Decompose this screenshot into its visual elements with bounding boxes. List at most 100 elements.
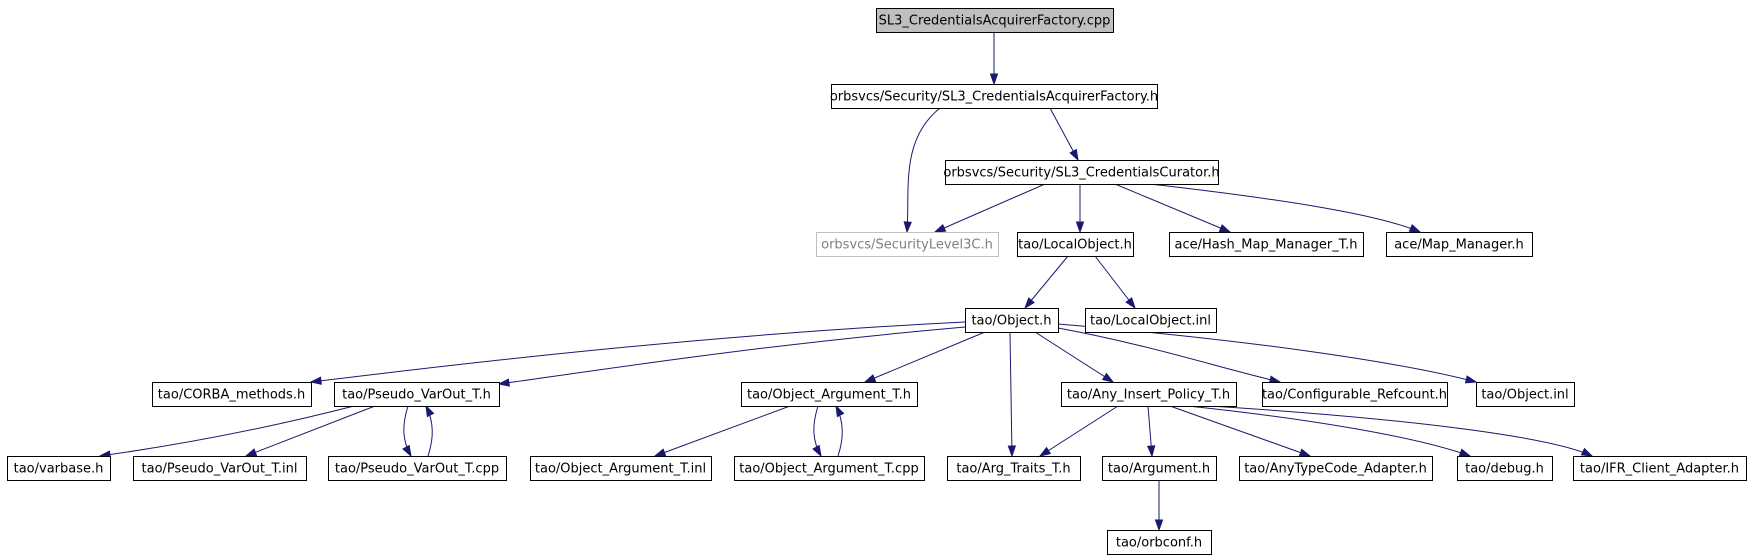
node-box xyxy=(734,456,925,481)
edge-object_h-to-objarg_h xyxy=(863,331,986,383)
arrowhead-icon xyxy=(1038,446,1052,457)
arrowhead-icon xyxy=(497,378,510,387)
node-label: orbsvcs/Security/SL3_CredentialsAcquirer… xyxy=(830,90,1158,105)
node-pseudo_inl[interactable]: tao/Pseudo_VarOut_T.inl xyxy=(133,456,307,481)
arrowhead-icon xyxy=(1464,375,1478,384)
edge-objarg_h-to-objarg_inl xyxy=(653,405,791,457)
node-label: tao/Object.h xyxy=(971,314,1051,329)
node-anyins_h[interactable]: tao/Any_Insert_Policy_T.h xyxy=(1061,382,1237,407)
edge-argument_h-to-orbconf xyxy=(1154,480,1164,532)
node-box xyxy=(1107,530,1212,555)
edge-line xyxy=(245,405,376,457)
edge-pseudo_cpp-to-pseudo_h xyxy=(425,404,435,457)
node-label: tao/Pseudo_VarOut_T.cpp xyxy=(335,462,499,477)
arrowhead-icon xyxy=(1458,448,1472,457)
node-label: tao/Pseudo_VarOut_T.inl xyxy=(142,462,298,477)
node-label: tao/Pseudo_VarOut_T.h xyxy=(342,388,491,403)
edge-pseudo_h-to-varbase xyxy=(98,405,355,459)
edge-line xyxy=(906,107,941,233)
node-ifr[interactable]: tao/IFR_Client_Adapter.h xyxy=(1573,456,1747,481)
arrowhead-icon xyxy=(835,404,845,418)
node-localobject_inl[interactable]: tao/LocalObject.inl xyxy=(1085,308,1217,333)
node-box xyxy=(1476,382,1575,407)
edge-line xyxy=(498,326,966,385)
node-pseudo_cpp[interactable]: tao/Pseudo_VarOut_T.cpp xyxy=(328,456,507,481)
edge-line xyxy=(1057,327,1281,383)
node-debug_h[interactable]: tao/debug.h xyxy=(1457,456,1553,481)
edge-object_h-to-argtraits xyxy=(1007,331,1017,458)
node-objarg_inl[interactable]: tao/Object_Argument_T.inl xyxy=(530,456,712,481)
edge-curator_h-to-hashmap xyxy=(1114,183,1232,233)
node-label: tao/AnyTypeCode_Adapter.h xyxy=(1244,462,1427,477)
edge-line xyxy=(1034,331,1114,383)
node-object_inl[interactable]: tao/Object.inl xyxy=(1476,382,1575,407)
arrowhead-icon xyxy=(933,223,947,233)
node-seclevel3c: orbsvcs/SecurityLevel3C.h xyxy=(816,232,999,257)
node-argtraits[interactable]: tao/Arg_Traits_T.h xyxy=(947,456,1081,481)
node-hashmap[interactable]: ace/Hash_Map_Manager_T.h xyxy=(1169,232,1364,257)
node-curator_h[interactable]: orbsvcs/Security/SL3_CredentialsCurator.… xyxy=(943,160,1220,185)
arrowhead-icon xyxy=(402,444,412,458)
edge-anyins_h-to-ifr xyxy=(1209,405,1594,457)
arrowhead-icon xyxy=(1154,519,1164,532)
edge-line xyxy=(654,405,791,457)
node-factory_h[interactable]: orbsvcs/Security/SL3_CredentialsAcquirer… xyxy=(830,84,1158,109)
node-varbase[interactable]: tao/varbase.h xyxy=(7,456,111,481)
arrowhead-icon xyxy=(244,448,258,457)
node-argument_h[interactable]: tao/Argument.h xyxy=(1102,456,1217,481)
node-box xyxy=(741,382,918,407)
node-box xyxy=(831,84,1158,109)
node-orbconf[interactable]: tao/orbconf.h xyxy=(1107,530,1212,555)
node-label: tao/Object_Argument_T.h xyxy=(747,388,911,403)
arrowhead-icon xyxy=(1125,297,1136,310)
node-label: tao/orbconf.h xyxy=(1116,536,1202,551)
node-box xyxy=(947,456,1081,481)
node-label: orbsvcs/Security/SL3_CredentialsCurator.… xyxy=(943,166,1219,181)
node-box xyxy=(1573,456,1747,481)
arrowhead-icon xyxy=(1069,148,1079,162)
node-anytc[interactable]: tao/AnyTypeCode_Adapter.h xyxy=(1239,456,1433,481)
arrowhead-icon xyxy=(863,374,877,383)
node-localobject_h[interactable]: tao/LocalObject.h xyxy=(1017,232,1134,257)
arrowhead-icon xyxy=(653,448,667,457)
node-label: tao/LocalObject.inl xyxy=(1090,314,1211,329)
node-label: ace/Hash_Map_Manager_T.h xyxy=(1175,238,1358,253)
node-box xyxy=(7,456,111,481)
node-pseudo_h[interactable]: tao/Pseudo_VarOut_T.h xyxy=(334,382,500,407)
edge-anyins_h-to-argument_h xyxy=(1146,405,1156,458)
node-objarg_cpp[interactable]: tao/Object_Argument_T.cpp xyxy=(734,456,925,481)
arrowhead-icon xyxy=(1007,445,1017,458)
arrowhead-icon xyxy=(1408,224,1422,233)
edges-layer xyxy=(98,32,1594,532)
nodes-layer: SL3_CredentialsAcquirerFactory.cpporbsvc… xyxy=(7,8,1747,555)
node-label: tao/Any_Insert_Policy_T.h xyxy=(1067,388,1230,403)
node-configref[interactable]: tao/Configurable_Refcount.h xyxy=(1262,382,1448,407)
edge-line xyxy=(1187,405,1471,457)
node-label: SL3_CredentialsAcquirerFactory.cpp xyxy=(879,14,1111,29)
node-box xyxy=(1169,232,1364,257)
node-root[interactable]: SL3_CredentialsAcquirerFactory.cpp xyxy=(876,8,1114,33)
edge-localobject_h-to-localobject_inl xyxy=(1094,255,1136,310)
edge-localobject_h-to-object_h xyxy=(1024,255,1069,310)
node-objarg_h[interactable]: tao/Object_Argument_T.h xyxy=(741,382,918,407)
edge-line xyxy=(864,331,986,383)
edge-anyins_h-to-anytc xyxy=(1169,405,1312,457)
node-box xyxy=(1085,308,1217,333)
node-box xyxy=(334,382,500,407)
arrowhead-icon xyxy=(812,444,822,458)
edge-anyins_h-to-debug_h xyxy=(1187,405,1472,457)
edge-curator_h-to-localobject_h xyxy=(1075,184,1085,234)
node-corba_methods[interactable]: tao/CORBA_methods.h xyxy=(152,382,312,407)
edge-object_h-to-anyins_h xyxy=(1034,331,1115,383)
edge-factory_h-to-seclevel3c xyxy=(903,107,941,234)
node-object_h[interactable]: tao/Object.h xyxy=(965,308,1059,333)
edge-line xyxy=(1024,255,1069,309)
node-label: tao/Argument.h xyxy=(1108,462,1210,477)
node-mapmgr[interactable]: ace/Map_Manager.h xyxy=(1386,232,1533,257)
edge-line xyxy=(1114,183,1231,233)
arrowhead-icon xyxy=(1146,445,1156,458)
arrowhead-icon xyxy=(1024,297,1035,310)
edge-line xyxy=(1094,255,1136,309)
node-label: ace/Map_Manager.h xyxy=(1394,238,1524,253)
